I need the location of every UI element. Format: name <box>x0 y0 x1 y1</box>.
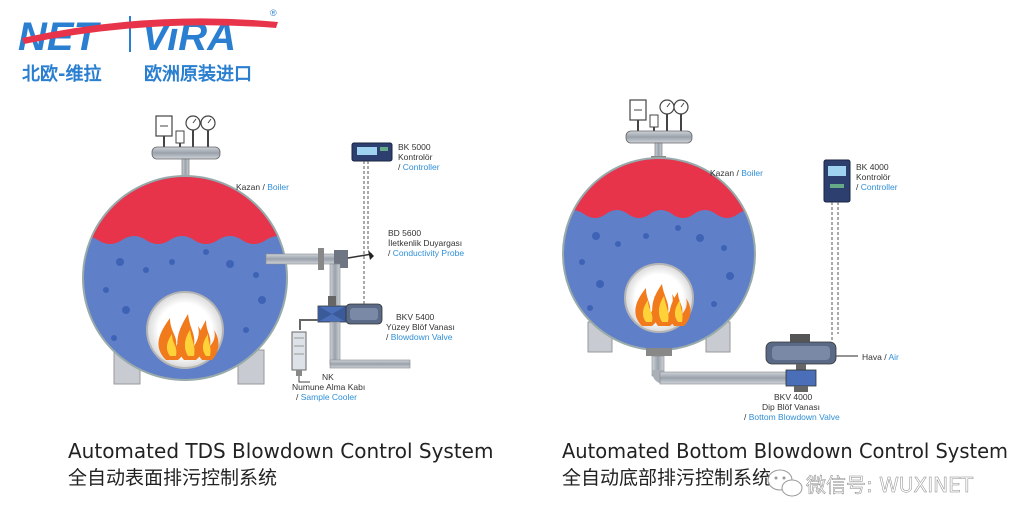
right-controller-icon <box>823 159 851 203</box>
logo-registered-mark: ® <box>270 8 277 18</box>
wechat-watermark: 微信号: WUXINET <box>767 469 974 497</box>
logo-divider <box>129 16 131 52</box>
svg-text:BK 5000: BK 5000 <box>398 142 431 152</box>
sample-cooler-icon <box>291 331 310 383</box>
left-label-cooler: NK Numune Alma Kabı / Sample Cooler <box>292 372 365 402</box>
svg-text:Dip Blöf Vanası: Dip Blöf Vanası <box>762 402 820 412</box>
conductivity-probe-icon <box>368 250 374 260</box>
svg-text:BK 4000: BK 4000 <box>856 162 889 172</box>
svg-text:BD 5600: BD 5600 <box>388 228 421 238</box>
right-label-air: Hava / Air <box>862 352 899 362</box>
svg-text:Kontrolör: Kontrolör <box>856 172 891 182</box>
svg-text:Kontrolör: Kontrolör <box>398 152 433 162</box>
right-flame-icon <box>635 284 691 326</box>
brand-logo: NET ViRA ® 北欧-维拉 欧洲原装进口 <box>18 8 278 85</box>
svg-text:İletkenlik Duyargası: İletkenlik Duyargası <box>388 238 462 248</box>
right-label-boiler: Kazan / Boiler <box>710 168 763 178</box>
right-gauge-cluster <box>625 99 693 160</box>
left-gauge-cluster <box>151 115 221 180</box>
svg-text:BKV 4000: BKV 4000 <box>774 392 813 402</box>
right-caption-cn: 全自动底部排污控制系统 <box>562 467 771 489</box>
svg-text:/ Controller: / Controller <box>856 182 898 192</box>
right-boiler-diagram: Kazan / Boiler BK 4000 Kontrolör / Contr… <box>562 99 899 422</box>
left-probe-cable <box>347 253 373 259</box>
svg-text:/ Bottom Blowdown Valve: / Bottom Blowdown Valve <box>744 412 840 422</box>
watermark-text: 微信号: WUXINET <box>806 473 974 497</box>
left-pipe-flange <box>318 248 324 270</box>
left-probe-pipe <box>265 253 339 265</box>
svg-text:Kazan / Boiler: Kazan / Boiler <box>710 168 763 178</box>
svg-text:BKV 5400: BKV 5400 <box>396 312 435 322</box>
left-boiler-diagram: Kazan / Boiler BK 5000 Kontrolör / Contr… <box>82 115 464 402</box>
left-caption-cn: 全自动表面排污控制系统 <box>68 467 277 489</box>
left-water-bubbles <box>103 249 266 341</box>
logo-swoosh <box>22 18 278 44</box>
right-label-controller: BK 4000 Kontrolör / Controller <box>856 162 898 192</box>
right-label-valve: BKV 4000 Dip Blöf Vanası / Bottom Blowdo… <box>744 392 840 422</box>
right-bottom-flange <box>646 348 672 356</box>
left-drain-pipe <box>329 359 411 369</box>
right-water-bubbles <box>579 225 734 311</box>
svg-text:Hava / Air: Hava / Air <box>862 352 899 362</box>
left-flame-icon <box>158 314 219 360</box>
svg-text:NK: NK <box>322 372 334 382</box>
left-blowdown-valve-icon <box>317 296 383 325</box>
left-label-valve: BKV 5400 Yüzey Blöf Vanası / Blowdown Va… <box>386 312 455 342</box>
svg-text:Kazan / Boiler: Kazan / Boiler <box>236 182 289 192</box>
left-caption-en: Automated TDS Blowdown Control System <box>68 439 493 463</box>
logo-tagline-right: 欧洲原装进口 <box>144 63 252 85</box>
left-label-boiler: Kazan / Boiler <box>236 182 289 192</box>
svg-text:Numune Alma Kabı: Numune Alma Kabı <box>292 382 365 392</box>
right-caption-en: Automated Bottom Blowdown Control System <box>562 439 1008 463</box>
right-steam-space <box>564 159 754 218</box>
left-controller-icon <box>351 142 393 162</box>
right-blowdown-valve-icon <box>765 334 837 392</box>
wechat-icon <box>767 469 803 497</box>
left-probe-body <box>334 250 348 268</box>
left-label-controller: BK 5000 Kontrolör / Controller <box>398 142 440 172</box>
svg-text:/ Controller: / Controller <box>398 162 440 172</box>
svg-text:/ Blowdown Valve: / Blowdown Valve <box>386 332 453 342</box>
svg-text:Yüzey Blöf Vanası: Yüzey Blöf Vanası <box>386 322 455 332</box>
svg-text:/ Sample Cooler: / Sample Cooler <box>296 392 357 402</box>
svg-text:/ Conductivity Probe: / Conductivity Probe <box>388 248 464 258</box>
left-label-probe: BD 5600 İletkenlik Duyargası / Conductiv… <box>388 228 464 258</box>
logo-tagline-left: 北欧-维拉 <box>22 63 101 85</box>
